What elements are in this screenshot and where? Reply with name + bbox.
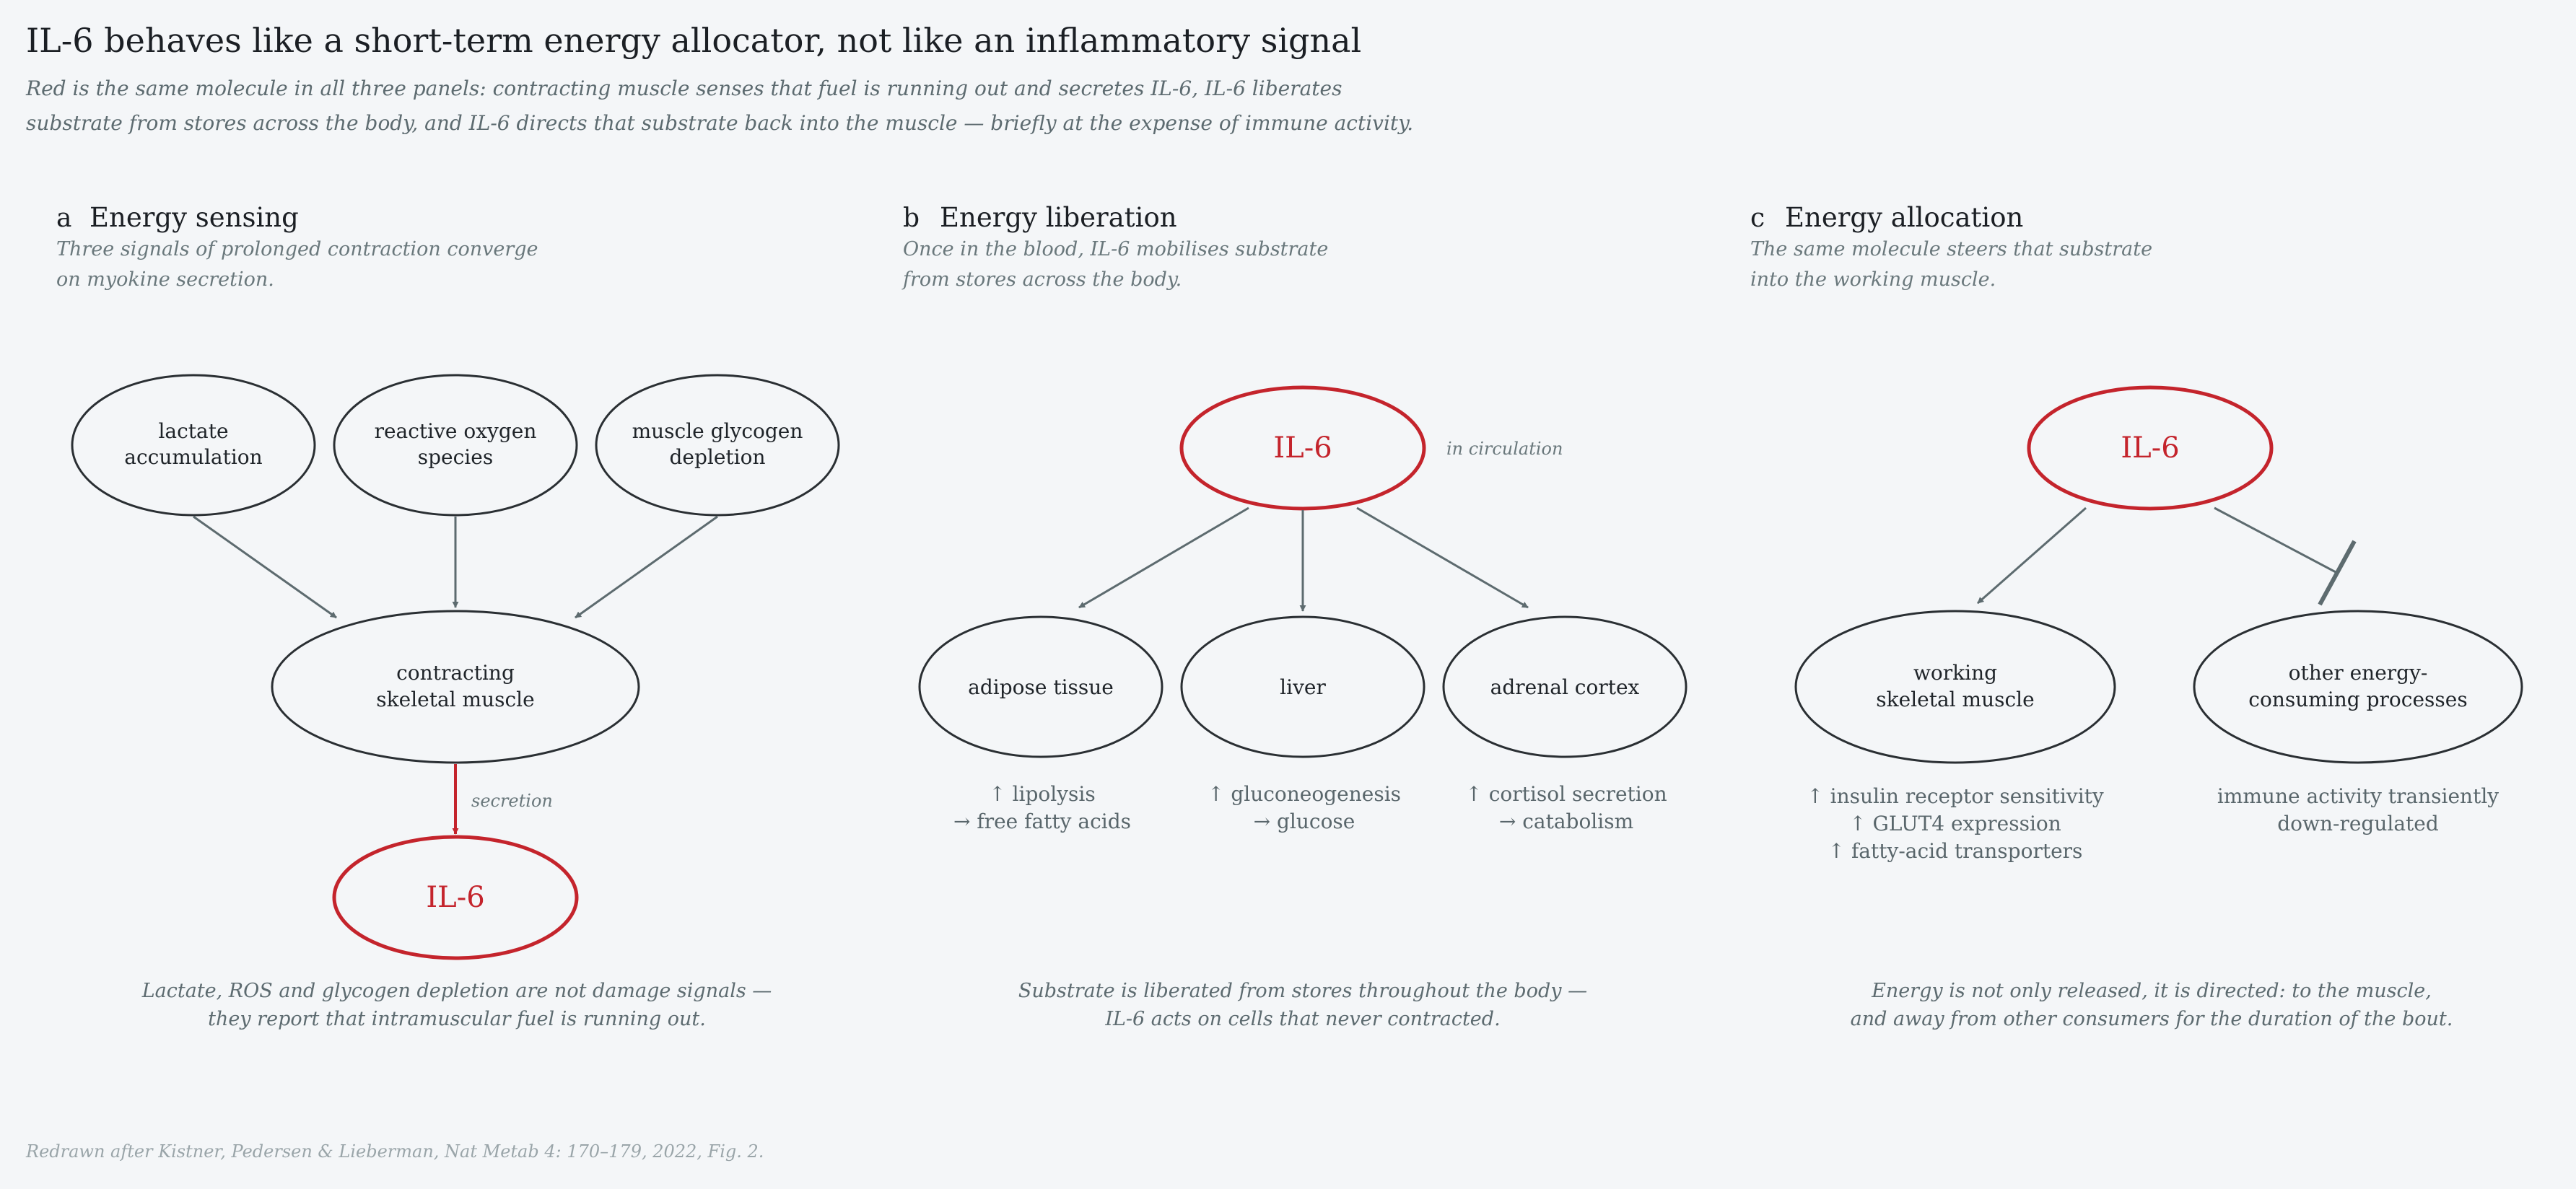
node-muscle-glycogen-depletion <box>595 374 840 517</box>
node-il6-panel-c-label: IL-6 <box>2121 431 2179 465</box>
node-other-energy-consuming-processes <box>2193 610 2523 764</box>
effect-muscle-line-2: ↑ GLUT4 expression <box>1849 812 2061 835</box>
node-il6-panel-a <box>332 835 579 960</box>
node-contracting-muscle-label-1: contracting <box>396 661 515 685</box>
panel-b-caption-line-2: IL-6 acts on cells that never contracted… <box>1104 1008 1500 1030</box>
arrow-il6-to-working-muscle <box>1977 506 2087 605</box>
node-working-muscle-label-1: working <box>1913 661 1997 685</box>
panel-b: b Energy liberation Once in the blood, I… <box>901 202 1688 1030</box>
panel-c-caption-line-2: and away from other consumers for the du… <box>1851 1008 2453 1030</box>
edge-label-secretion: secretion <box>471 791 553 811</box>
panel-a-subtitle-line-1: Three signals of prolonged contraction c… <box>56 238 538 260</box>
node-other-label-2: consuming processes <box>2248 688 2467 711</box>
node-adrenal-cortex <box>1442 615 1688 758</box>
panel-c-subtitle-line-1: The same molecule steers that substrate <box>1750 238 2152 260</box>
node-ros-label-1: reactive oxygen <box>375 419 537 443</box>
effect-other-line-1: immune activity transiently <box>2217 784 2499 808</box>
node-il6-panel-c <box>2027 385 2274 511</box>
panel-c-letter: c <box>1750 203 1765 233</box>
arrow-il6-to-adipose <box>1078 506 1249 609</box>
node-working-muscle-label-2: skeletal muscle <box>1876 688 2034 711</box>
panel-c-title: Energy allocation <box>1785 202 2023 233</box>
inhibit-bar-icon <box>2318 540 2357 606</box>
node-glycogen-label-2: depletion <box>669 445 765 469</box>
effect-liver-line-2: → glucose <box>1254 810 1355 833</box>
node-other-label-1: other energy- <box>2289 661 2428 685</box>
effect-muscle-line-3: ↑ fatty-acid transporters <box>1828 839 2083 863</box>
panel-b-caption-line-1: Substrate is liberated from stores throu… <box>1018 980 1587 1002</box>
node-liver-label: liver <box>1280 675 1326 699</box>
effect-adipose-line-1: ↑ lipolysis <box>989 782 1096 806</box>
panel-b-subtitle-line-1: Once in the blood, IL-6 mobilises substr… <box>903 238 1328 260</box>
node-lactate-label-2: accumulation <box>124 445 262 469</box>
arrow-lactate-to-muscle <box>193 515 337 619</box>
node-adipose-label: adipose tissue <box>968 675 1114 699</box>
panel-b-subtitle-line-2: from stores across the body. <box>901 268 1182 291</box>
panel-b-title: Energy liberation <box>940 202 1177 233</box>
effect-adrenal-line-1: ↑ cortisol secretion <box>1465 782 1667 806</box>
effect-liver-line-1: ↑ gluconeogenesis <box>1208 782 1401 806</box>
node-lactate-accumulation <box>71 374 316 517</box>
node-lactate-label-1: lactate <box>158 419 228 443</box>
node-reactive-oxygen-species <box>333 374 578 517</box>
panel-c: c Energy allocation The same molecule st… <box>1750 202 2523 1030</box>
panel-c-caption-line-1: Energy is not only released, it is direc… <box>1871 980 2432 1002</box>
node-glycogen-label-1: muscle glycogen <box>632 419 803 443</box>
effect-adipose-line-2: → free fatty acids <box>953 810 1131 833</box>
panel-a: a Energy sensing Three signals of prolon… <box>56 202 840 1030</box>
node-contracting-muscle-label-2: skeletal muscle <box>376 688 534 711</box>
effect-muscle-line-1: ↑ insulin receptor sensitivity <box>1807 784 2104 808</box>
panel-a-caption-line-1: Lactate, ROS and glycogen depletion are … <box>141 980 772 1002</box>
node-adipose-tissue <box>918 615 1163 758</box>
node-working-skeletal-muscle <box>1794 610 2116 764</box>
panel-a-subtitle-line-2: on myokine secretion. <box>56 268 274 291</box>
effect-other-line-2: down-regulated <box>2277 812 2439 835</box>
figure-subtitle-line-1: Red is the same molecule in all three pa… <box>25 76 1342 100</box>
node-adrenal-label: adrenal cortex <box>1490 675 1640 699</box>
effect-adrenal-line-2: → catabolism <box>1499 810 1633 833</box>
figure-title: IL-6 behaves like a short-term energy al… <box>26 21 1361 60</box>
figure-subtitle-line-2: substrate from stores across the body, a… <box>26 111 1413 135</box>
node-il6-panel-b <box>1179 385 1426 511</box>
node-contracting-skeletal-muscle <box>271 610 640 764</box>
inhibit-line-il6-to-other <box>2214 506 2338 574</box>
il6-note-in-circulation: in circulation <box>1446 439 1563 459</box>
arrow-glycogen-to-muscle <box>575 515 718 619</box>
node-il6-panel-b-label: IL-6 <box>1273 431 1332 465</box>
node-liver <box>1180 615 1425 758</box>
panel-a-title: Energy sensing <box>89 202 299 233</box>
node-ros-label-2: species <box>418 445 493 469</box>
node-il6-panel-a-label: IL-6 <box>426 881 484 914</box>
panel-a-caption-line-2: they report that intramuscular fuel is r… <box>208 1008 706 1030</box>
panel-c-subtitle-line-2: into the working muscle. <box>1750 268 1996 291</box>
source-credit: Redrawn after Kistner, Pedersen & Lieber… <box>25 1141 764 1162</box>
panel-b-letter: b <box>903 203 920 233</box>
arrow-il6-to-adrenal <box>1356 506 1529 609</box>
panel-a-letter: a <box>56 203 71 233</box>
